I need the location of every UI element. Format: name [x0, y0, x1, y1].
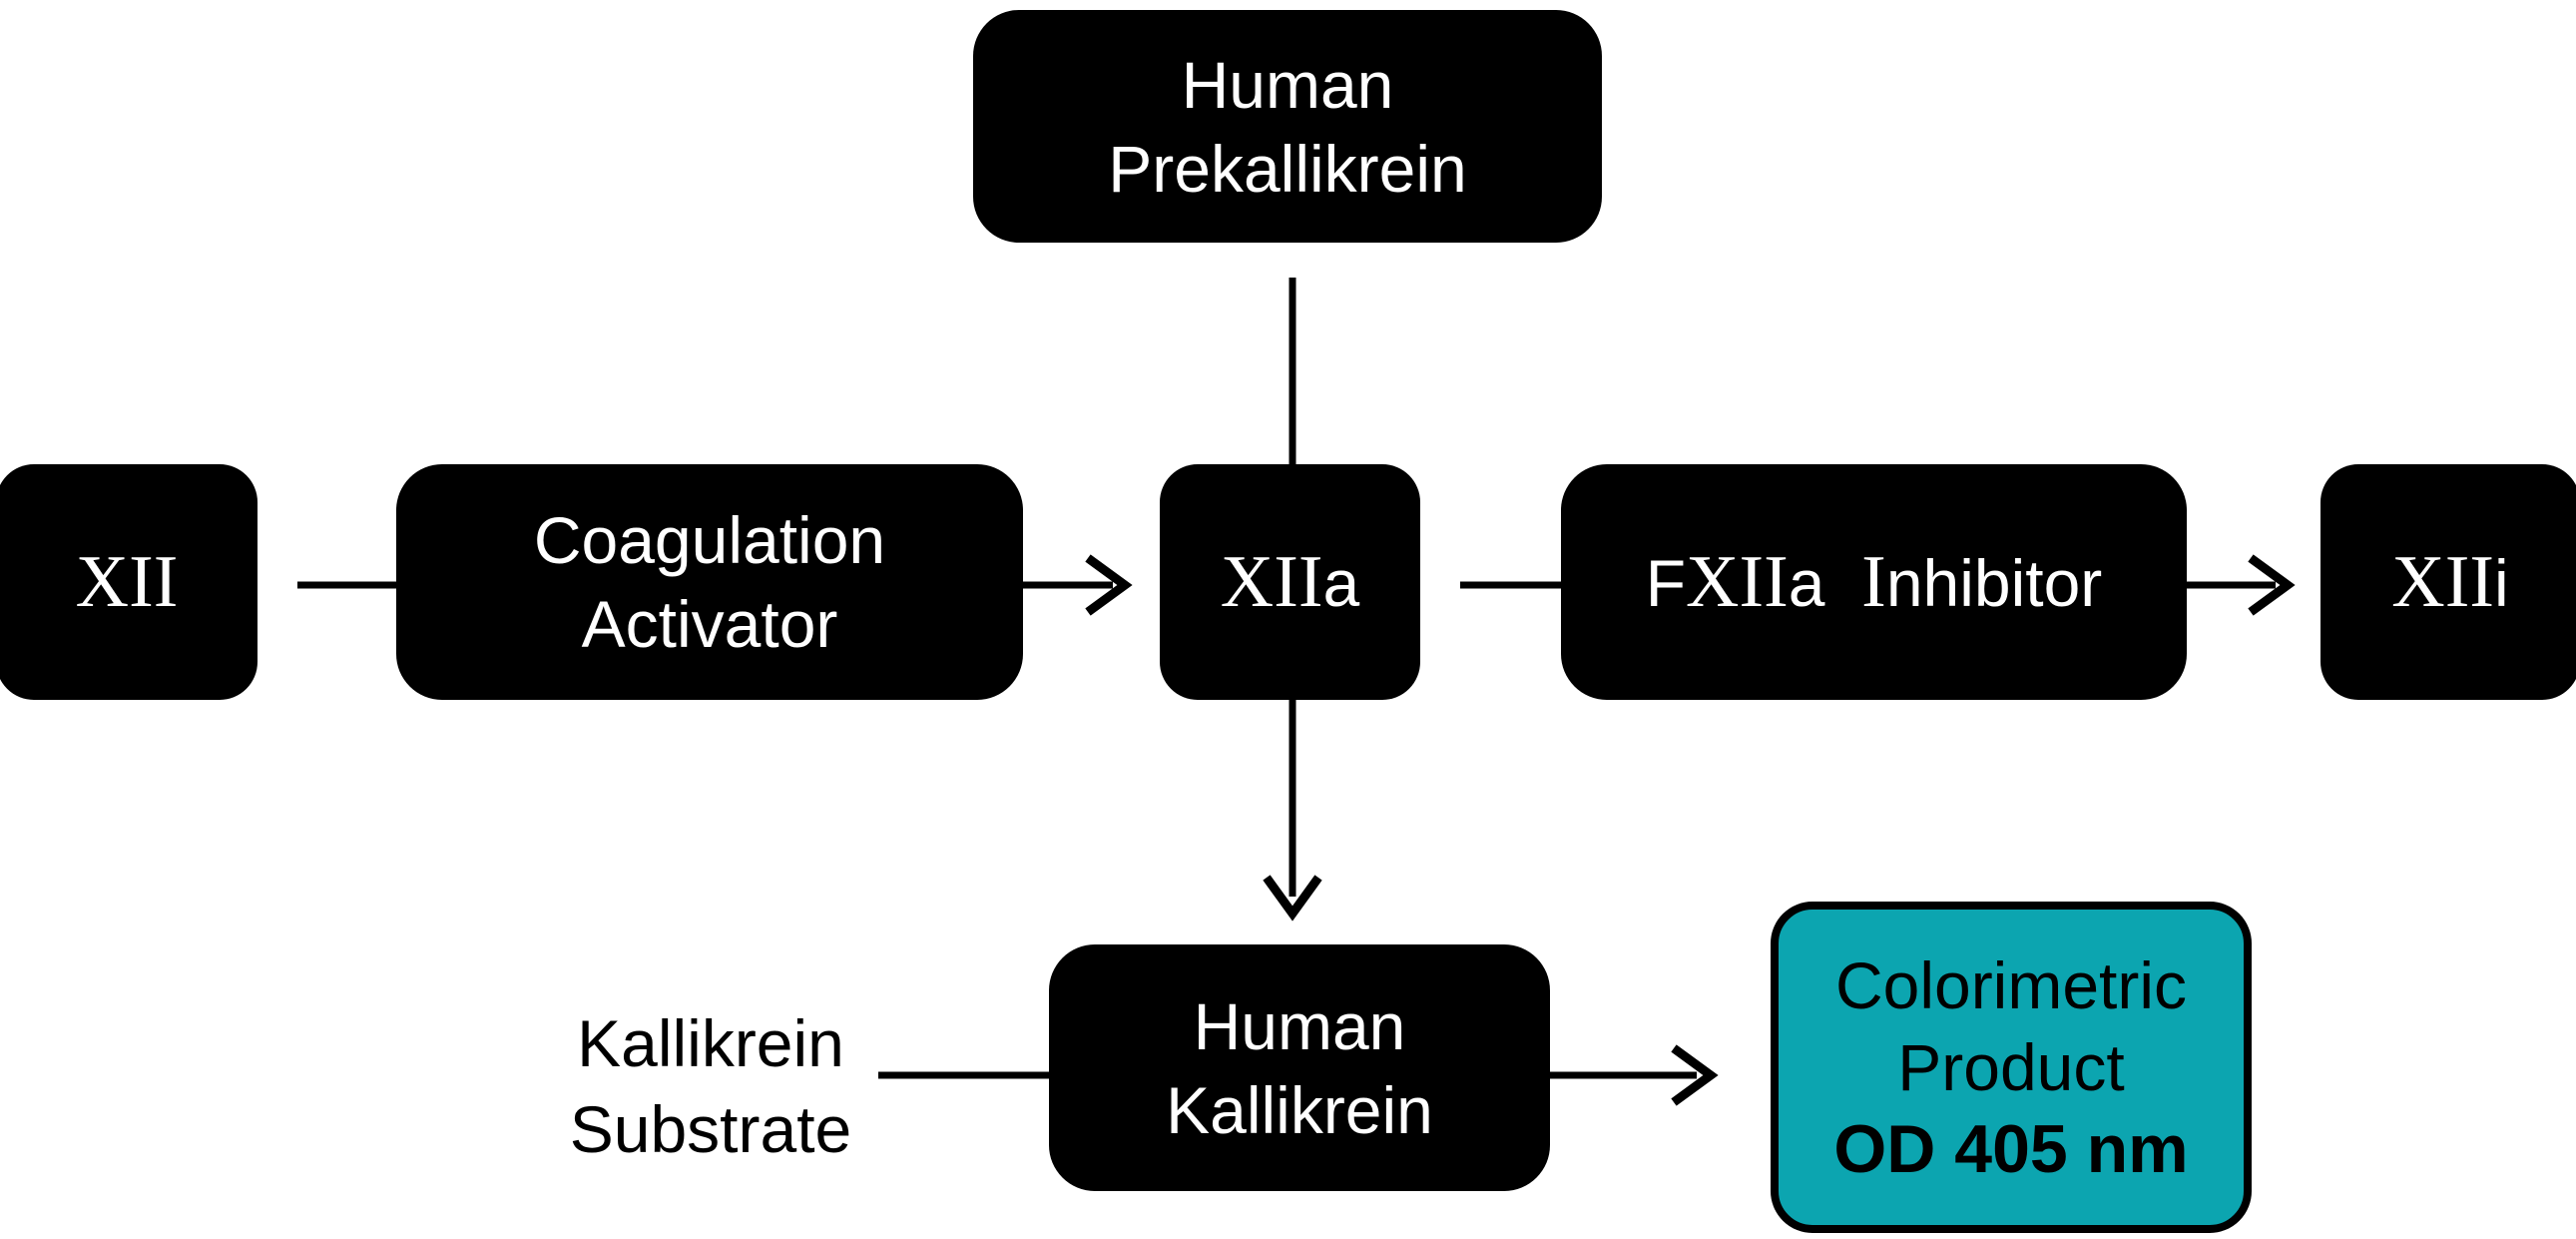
arrowhead-xiia-to-human-kallikrein — [1263, 875, 1322, 922]
node-label-line: Human — [1193, 988, 1406, 1063]
roman-numeral: XII — [1220, 540, 1323, 623]
node-factor-xii: XII — [0, 464, 258, 700]
roman-numeral: XII — [75, 540, 179, 623]
node-label-line: XIIi — [2391, 540, 2508, 625]
label-line: Substrate — [569, 1092, 852, 1166]
node-label-line: XII — [76, 540, 179, 625]
node-label-line: Colorimetric — [1834, 948, 2188, 1022]
label-part: F — [1645, 545, 1687, 620]
label-part: a — [1788, 545, 1862, 620]
node-label-line: Activator — [581, 587, 838, 661]
node-colorimetric-product: Colorimetric Product OD 405 nm — [1771, 902, 2252, 1233]
roman-suffix: i — [2494, 545, 2509, 620]
arrowhead-human-kallikrein-to-product — [1671, 1044, 1719, 1106]
node-human-prekallikrein: Human Prekallikrein — [973, 10, 1602, 243]
node-label-line: Human — [1181, 47, 1394, 122]
arrowhead-coagulation-to-xiia — [1085, 554, 1133, 616]
od-reading-label: OD 405 nm — [1833, 1111, 2189, 1187]
node-label-line: Prekallikrein — [1108, 131, 1467, 206]
arrowhead-fxiia-inhibitor-to-xiii — [2248, 554, 2296, 616]
node-label-line: XIIa — [1221, 540, 1359, 625]
label-kallikrein-substrate: Kallikrein Substrate — [471, 1000, 950, 1172]
node-coagulation-activator: Coagulation Activator — [396, 464, 1023, 700]
node-label-line: Coagulation — [533, 503, 886, 577]
label-part: I — [1861, 540, 1886, 623]
node-factor-xiii-inactivated: XIIi — [2320, 464, 2576, 700]
node-human-kallikrein: Human Kallikrein — [1049, 944, 1550, 1191]
node-label-line: Kallikrein — [1166, 1072, 1433, 1147]
node-label-line: FXIIa Inhibitor — [1646, 540, 2103, 625]
label-line: Kallikrein — [577, 1006, 844, 1080]
label-part: XII — [1686, 540, 1789, 623]
node-label-line: Product — [1897, 1030, 2125, 1104]
roman-numeral: XII — [2391, 540, 2495, 623]
node-factor-xiia: XIIa — [1160, 464, 1420, 700]
label-part: nhibitor — [1885, 545, 2103, 620]
roman-suffix: a — [1322, 545, 1360, 620]
node-fxiia-inhibitor: FXIIa Inhibitor — [1561, 464, 2187, 700]
